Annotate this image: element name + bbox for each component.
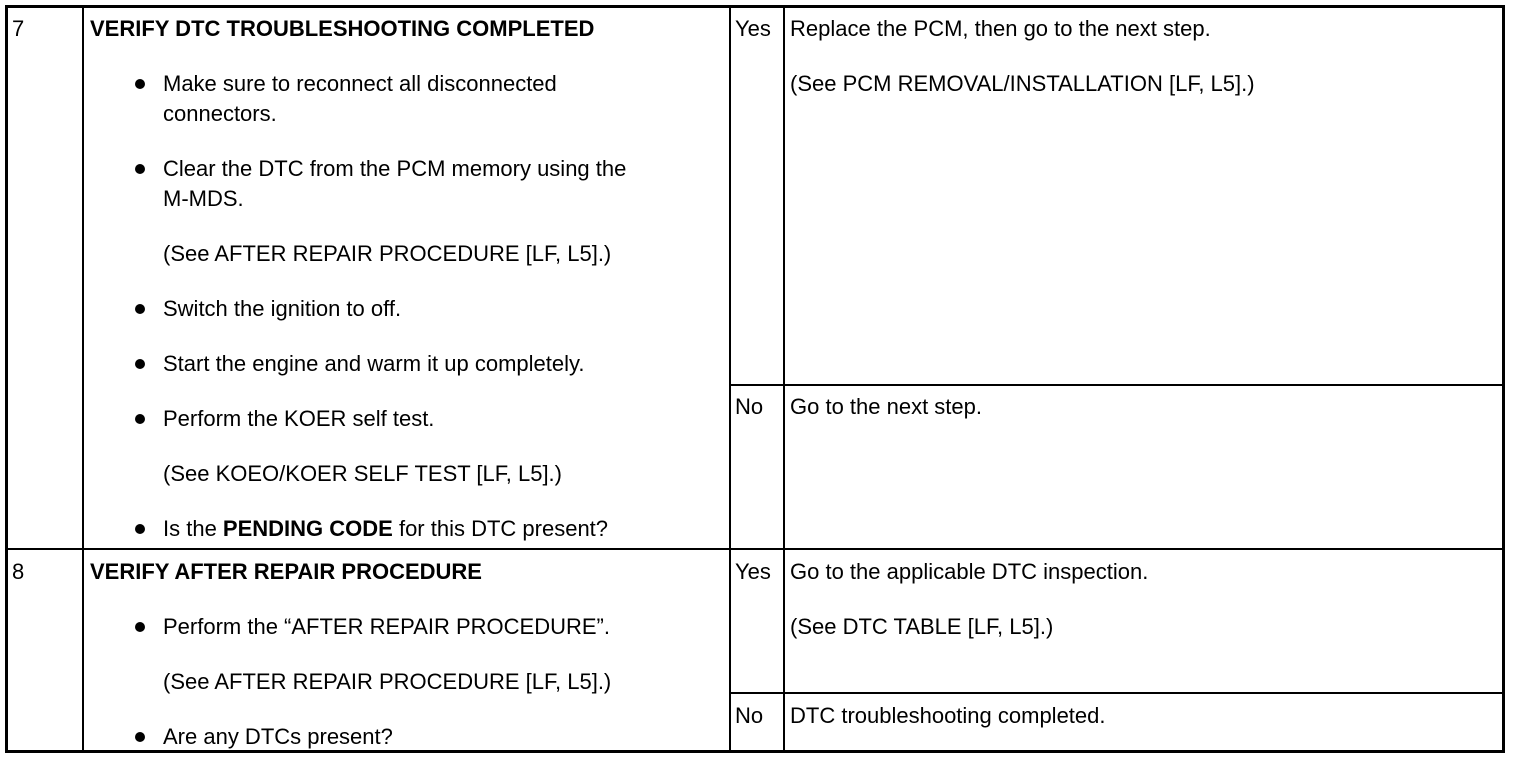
step-title: VERIFY DTC TROUBLESHOOTING COMPLETED — [90, 16, 595, 41]
yes-action: Go to the applicable DTC inspection. — [790, 559, 1149, 584]
no-label: No — [735, 394, 764, 419]
step-item: Clear the DTC from the PCM memory using … — [163, 156, 627, 181]
bullet-icon — [135, 359, 145, 369]
question-text: Is the — [163, 516, 223, 541]
step-item: connectors. — [163, 101, 277, 126]
bullet-icon — [135, 79, 145, 89]
no-action: DTC troubleshooting completed. — [790, 703, 1106, 728]
bullet-icon — [135, 524, 145, 534]
question-emphasis: PENDING CODE — [222, 516, 393, 541]
no-action: Go to the next step. — [790, 394, 983, 419]
yes-action: Replace the PCM, then go to the next ste… — [790, 16, 1211, 41]
step-item: Make sure to reconnect all disconnected — [163, 71, 557, 96]
row-divider — [7, 548, 1503, 550]
bullet-icon — [135, 622, 145, 632]
bullet-icon — [135, 414, 145, 424]
yes-label: Yes — [735, 559, 771, 584]
yes-reference: (See DTC TABLE [LF, L5].) — [790, 614, 1054, 639]
yes-label: Yes — [735, 16, 771, 41]
step-question: Is the PENDING CODE for this DTC present… — [163, 514, 608, 544]
row-divider — [729, 384, 1503, 386]
bullet-icon — [135, 164, 145, 174]
column-divider — [783, 7, 785, 751]
row-divider — [729, 692, 1503, 694]
step-item: Switch the ignition to off. — [163, 296, 402, 321]
step-reference: (See KOEO/KOER SELF TEST [LF, L5].) — [163, 461, 562, 486]
step-title: VERIFY AFTER REPAIR PROCEDURE — [90, 559, 482, 584]
step-item: Start the engine and warm it up complete… — [163, 351, 585, 376]
column-divider — [82, 7, 84, 751]
bullet-icon — [135, 304, 145, 314]
bullet-icon — [135, 732, 145, 742]
table-border — [5, 5, 1505, 753]
yes-reference: (See PCM REMOVAL/INSTALLATION [LF, L5].) — [790, 71, 1255, 96]
step-item: Perform the KOER self test. — [163, 406, 435, 431]
question-text: for this DTC present? — [392, 516, 609, 541]
step-item: Perform the “AFTER REPAIR PROCEDURE”. — [163, 614, 610, 639]
step-number: 7 — [12, 16, 25, 41]
step-reference: (See AFTER REPAIR PROCEDURE [LF, L5].) — [163, 241, 612, 266]
step-question: Are any DTCs present? — [163, 724, 393, 749]
step-item: M-MDS. — [163, 186, 244, 211]
column-divider — [729, 7, 731, 751]
no-label: No — [735, 703, 764, 728]
step-number: 8 — [12, 559, 25, 584]
step-reference: (See AFTER REPAIR PROCEDURE [LF, L5].) — [163, 669, 612, 694]
